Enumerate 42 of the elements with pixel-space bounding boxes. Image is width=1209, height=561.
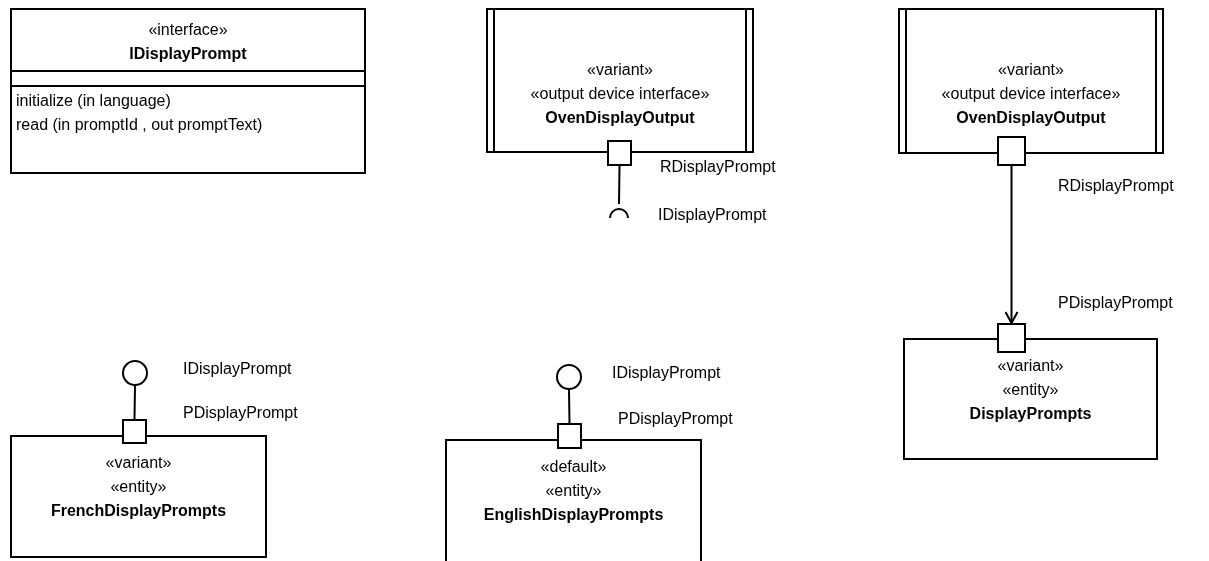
port-label: IDisplayPrompt bbox=[612, 363, 721, 383]
port-square bbox=[122, 419, 147, 444]
component-name: EnglishDisplayPrompts bbox=[483, 505, 664, 525]
port-square bbox=[997, 136, 1026, 166]
operation-text: read (in promptId , out promptText) bbox=[16, 115, 264, 135]
stereotype-label: «interface» bbox=[148, 20, 228, 40]
stereotype-label: «entity» bbox=[545, 481, 602, 501]
connector-line bbox=[618, 165, 621, 205]
stereotype-label: «variant» bbox=[105, 453, 172, 473]
stereotype-label: «variant» bbox=[587, 60, 653, 80]
device-interface-box bbox=[898, 8, 1164, 154]
component-name: OvenDisplayOutput bbox=[545, 108, 695, 128]
device-interface-box bbox=[486, 8, 754, 153]
connector-line bbox=[133, 385, 136, 420]
stereotype-label: «variant» bbox=[998, 60, 1064, 80]
interface-class-box bbox=[10, 8, 366, 174]
connector-line bbox=[568, 389, 571, 424]
component-name: DisplayPrompts bbox=[969, 404, 1092, 424]
port-label: PDisplayPrompt bbox=[618, 409, 733, 429]
port-square bbox=[997, 323, 1026, 353]
class-name: IDisplayPrompt bbox=[129, 44, 247, 64]
port-label: PDisplayPrompt bbox=[183, 403, 298, 423]
arrow bbox=[1004, 165, 1019, 324]
port-label: IDisplayPrompt bbox=[183, 359, 292, 379]
stereotype-label: «variant» bbox=[997, 356, 1064, 376]
component-name: FrenchDisplayPrompts bbox=[50, 501, 227, 521]
operation-text: initialize (in language) bbox=[16, 91, 172, 111]
port-label: IDisplayPrompt bbox=[658, 205, 767, 225]
stereotype-label: «output device interface» bbox=[530, 84, 710, 104]
port-square bbox=[557, 423, 582, 449]
component-box bbox=[10, 435, 267, 558]
stereotype-label: «entity» bbox=[1002, 380, 1059, 400]
component-box bbox=[445, 439, 702, 561]
port-label: PDisplayPrompt bbox=[1058, 293, 1173, 313]
stereotype-label: «entity» bbox=[110, 477, 167, 497]
stereotype-label: «default» bbox=[540, 457, 607, 477]
port-label: RDisplayPrompt bbox=[660, 157, 776, 177]
component-box bbox=[903, 338, 1158, 460]
stereotype-label: «output device interface» bbox=[941, 84, 1121, 104]
port-label: RDisplayPrompt bbox=[1058, 176, 1174, 196]
port-square bbox=[607, 140, 632, 166]
component-name: OvenDisplayOutput bbox=[956, 108, 1106, 128]
